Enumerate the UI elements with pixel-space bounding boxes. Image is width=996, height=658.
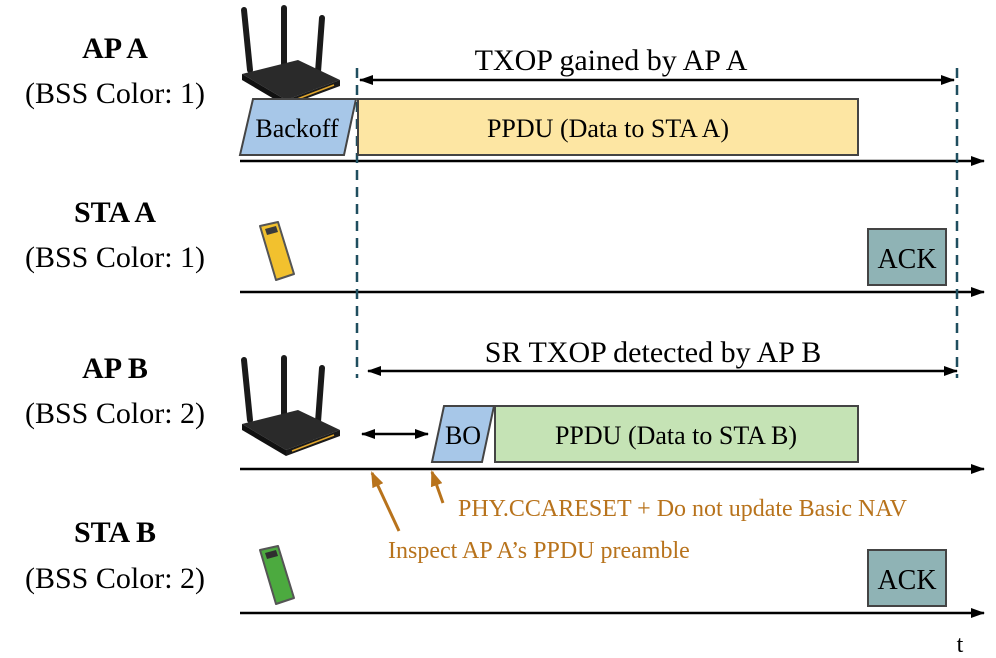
sta-b-bss-color: (BSS Color: 2) <box>25 562 205 595</box>
time-axis-label: t <box>957 632 964 658</box>
phone-icon <box>259 221 295 281</box>
inspect-pointer-arrow <box>370 471 401 532</box>
sta-a-bss-color: (BSS Color: 1) <box>25 241 205 274</box>
sta-a-title: STA A <box>74 196 156 229</box>
sr-txop-span-label: SR TXOP detected by AP B <box>485 336 821 369</box>
ack-a-label: ACK <box>877 244 936 275</box>
ap-a-title: AP A <box>82 32 148 65</box>
ap-b-bss-color: (BSS Color: 2) <box>25 397 205 430</box>
ppdu-a-frame <box>357 98 859 156</box>
ack-b-label: ACK <box>877 565 936 596</box>
backoff-frame <box>238 98 358 156</box>
ack-a-frame <box>867 228 947 286</box>
ppdu-b-label: PPDU (Data to STA B) <box>555 421 797 450</box>
bo-frame <box>430 405 496 463</box>
ppdu-b-frame <box>494 405 859 463</box>
phone-icon <box>259 545 295 605</box>
router-icon <box>241 355 340 456</box>
ap-b-title: AP B <box>82 352 148 385</box>
inspect-annotation: Inspect AP A’s PPDU preamble <box>388 538 690 564</box>
ap-a-bss-color: (BSS Color: 1) <box>25 77 205 110</box>
ack-b-frame <box>867 549 947 607</box>
bo-label: BO <box>445 421 481 450</box>
txop-span-label: TXOP gained by AP A <box>475 44 748 77</box>
ppdu-a-label: PPDU (Data to STA A) <box>487 114 729 143</box>
sta-b-title: STA B <box>74 516 156 549</box>
ccareset-pointer-arrow <box>430 470 445 504</box>
router-icon <box>241 5 340 106</box>
ccareset-annotation: PHY.CCARESET + Do not update Basic NAV <box>458 496 908 522</box>
backoff-label: Backoff <box>255 114 339 143</box>
